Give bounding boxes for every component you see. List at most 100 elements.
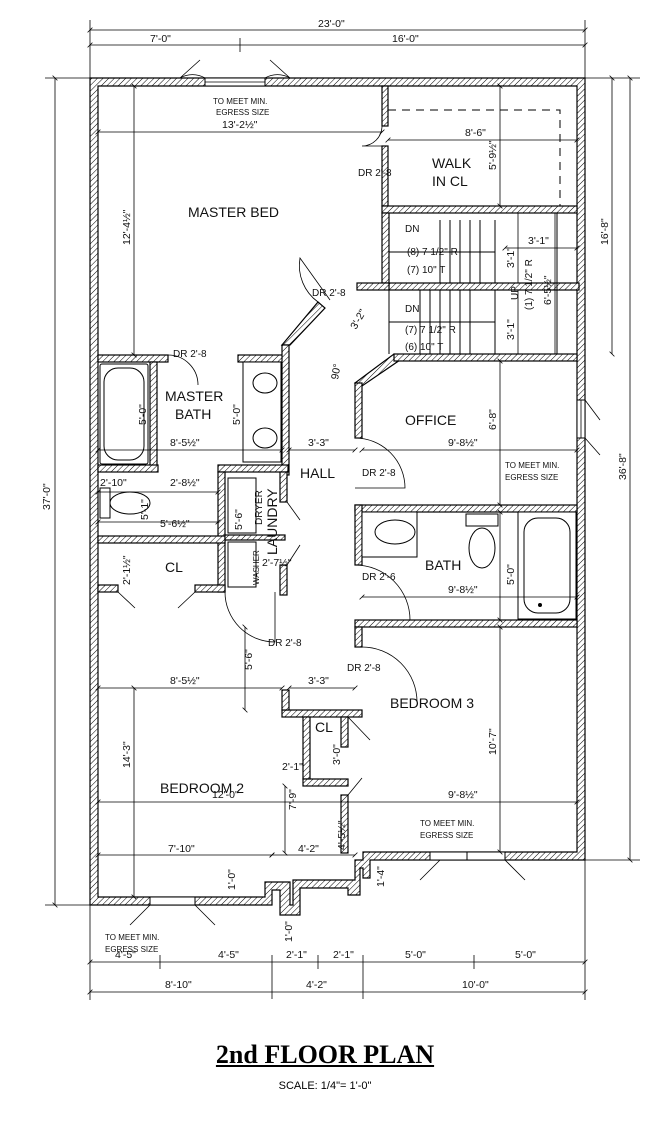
dim-b2-7-10: 7'-10" xyxy=(168,843,195,855)
room-bedroom-3: BEDROOM 3 xyxy=(390,695,474,711)
door-label-wic: DR 2'-8 xyxy=(358,168,392,179)
dim-hall-lower-width: 3'-3" xyxy=(308,675,329,687)
dim-wic-depth: 5'-9½" xyxy=(487,140,499,170)
dimension-text: 23'-0" 7'-0" 16'-0" 37'-0" 36'-8" 16'-8"… xyxy=(41,18,629,991)
door-labels: DR 2'-8 DR 2'-8 DR 2'-8 DR 2'-8 DR 2'-6 … xyxy=(173,168,396,674)
dim-right-depth: 36'-8" xyxy=(617,453,629,480)
stair-dn-lower: DN xyxy=(405,304,419,315)
dim-stair-31a: 3'-1" xyxy=(528,235,549,247)
room-walk-in-closet: WALK xyxy=(432,155,472,171)
dim-b3-width: 9'-8½" xyxy=(448,789,478,801)
dim-b2-4-2: 4'-2" xyxy=(298,843,319,855)
notes: TO MEET MIN. EGRESS SIZE TO MEET MIN. EG… xyxy=(105,97,559,954)
door-label-master: DR 2'-8 xyxy=(312,288,346,299)
egress-note-top-2: EGRESS SIZE xyxy=(216,108,269,117)
dim-stair-65: 6'-5½" xyxy=(542,275,554,305)
egress-note-bed3: TO MEET MIN. xyxy=(420,819,474,828)
room-walk-in-closet-2: IN CL xyxy=(432,173,468,189)
dim-bot-5-0b: 5'-0" xyxy=(515,949,536,961)
label-washer: WASHER xyxy=(252,550,261,585)
dim-right-upper: 16'-8" xyxy=(599,218,611,245)
stair-upper-treads: (7) 10" T xyxy=(407,265,445,276)
egress-note-bed2-2: EGRESS SIZE xyxy=(105,945,158,954)
room-office: OFFICE xyxy=(405,412,456,428)
dim-b2-width: 12'-0" xyxy=(212,789,239,801)
door-label-bath: DR 2'-6 xyxy=(362,572,396,583)
dim-bot-4-2: 4'-2" xyxy=(306,979,327,991)
room-hall: HALL xyxy=(300,465,335,481)
door-label-bed2: DR 2'-8 xyxy=(268,638,302,649)
dim-b2-depth: 14'-3" xyxy=(121,741,133,768)
dim-cl-width: 5'-6½" xyxy=(160,518,190,530)
egress-note-office-2: EGRESS SIZE xyxy=(505,473,558,482)
dim-top-left: 7'-0" xyxy=(150,33,171,45)
dim-wc-width: 2'-10" xyxy=(100,477,127,489)
dim-mbath-width: 8'-5½" xyxy=(170,437,200,449)
stair-lower-risers: (7) 7 1/2" R xyxy=(405,325,456,336)
room-master-bed: MASTER BED xyxy=(188,204,279,220)
door-label-master-bath: DR 2'-8 xyxy=(173,349,207,360)
interior-walls xyxy=(97,85,580,854)
dim-hall-lower: 5'-6" xyxy=(243,649,255,670)
dim-mbath-depth: 5'-0" xyxy=(137,404,149,425)
label-dryer: DRYER xyxy=(254,490,265,525)
egress-note-top: TO MEET MIN. xyxy=(213,97,267,106)
dim-bath-depth: 5'-0" xyxy=(505,564,517,585)
dim-bot-10-0: 10'-0" xyxy=(462,979,489,991)
room-master-bath-2: BATH xyxy=(175,406,211,422)
stair-dn-upper: DN xyxy=(405,224,419,235)
stair-up: UP xyxy=(510,286,521,300)
room-closet-left: CL xyxy=(165,559,183,575)
dim-b3-depth: 10'-7" xyxy=(487,728,499,755)
dimension-lines xyxy=(45,20,640,1000)
room-laundry: LAUNDRY xyxy=(264,488,280,555)
room-master-bath: MASTER xyxy=(165,388,223,404)
dim-office-depth: 6'-8" xyxy=(487,409,499,430)
dim-notch-1-4: 1'-4" xyxy=(375,866,387,887)
windows xyxy=(149,77,586,906)
dim-laundry-depth: 5'-6" xyxy=(233,509,245,530)
dim-mb-depth: 12'-4½" xyxy=(121,209,133,245)
dim-cl-small-depth: 3'-0" xyxy=(331,744,343,765)
dim-b2-4-5: 4'-5½" xyxy=(336,820,348,850)
dim-lav-width: 2'-8½" xyxy=(170,477,200,489)
egress-note-office: TO MEET MIN. xyxy=(505,461,559,470)
dim-office-width: 9'-8½" xyxy=(448,437,478,449)
washer xyxy=(227,541,257,588)
dim-angle-90: 90° xyxy=(329,363,344,381)
dim-cl-depth: 2'-1½" xyxy=(121,555,133,585)
plan-scale: SCALE: 1/4"= 1'-0" xyxy=(278,1080,372,1092)
room-closet-small: CL xyxy=(315,719,333,735)
dim-mb-width: 13'-2½" xyxy=(222,119,258,131)
dim-b2-upper-width: 8'-5½" xyxy=(170,675,200,687)
stair-up-riser: (1) 7 1/2" R xyxy=(524,259,535,310)
room-bedroom-2: BEDROOM 2 xyxy=(160,780,244,796)
dim-mbath-vanity: 5'-0" xyxy=(231,404,243,425)
dim-top-right: 16'-0" xyxy=(392,33,419,45)
dim-bot-4-5b: 4'-5" xyxy=(218,949,239,961)
stair-lower-treads: (6) 10" T xyxy=(405,342,443,353)
plan-title: 2nd FLOOR PLAN xyxy=(215,1040,435,1069)
bath-toilet-tank xyxy=(465,513,499,527)
room-bath: BATH xyxy=(425,557,461,573)
dim-overall-width: 23'-0" xyxy=(318,18,345,30)
dim-notch-1-0b: 1'-0" xyxy=(283,921,295,942)
dim-wc-depth: 5'-1" xyxy=(139,499,151,520)
fixtures xyxy=(99,361,577,620)
door-label-bed3: DR 2'-8 xyxy=(347,663,381,674)
dim-overall-depth: 37'-0" xyxy=(41,483,53,510)
master-toilet-tank xyxy=(99,487,111,519)
dim-bot-2-1a: 2'-1" xyxy=(286,949,307,961)
dim-bot-8-10: 8'-10" xyxy=(165,979,192,991)
dim-notch-1-0: 1'-0" xyxy=(226,869,238,890)
dim-laundry-width: 2'-7½" xyxy=(262,557,292,569)
dim-bath-width: 9'-8½" xyxy=(448,584,478,596)
dim-stair-32: 3'-2" xyxy=(348,307,369,331)
dryer xyxy=(227,477,257,534)
dim-hall-width: 3'-3" xyxy=(308,437,329,449)
door-label-office: DR 2'-8 xyxy=(362,468,396,479)
dim-cl-small-width: 2'-1" xyxy=(282,761,303,773)
exterior-walls xyxy=(89,77,586,916)
egress-note-bed3-2: EGRESS SIZE xyxy=(420,831,473,840)
